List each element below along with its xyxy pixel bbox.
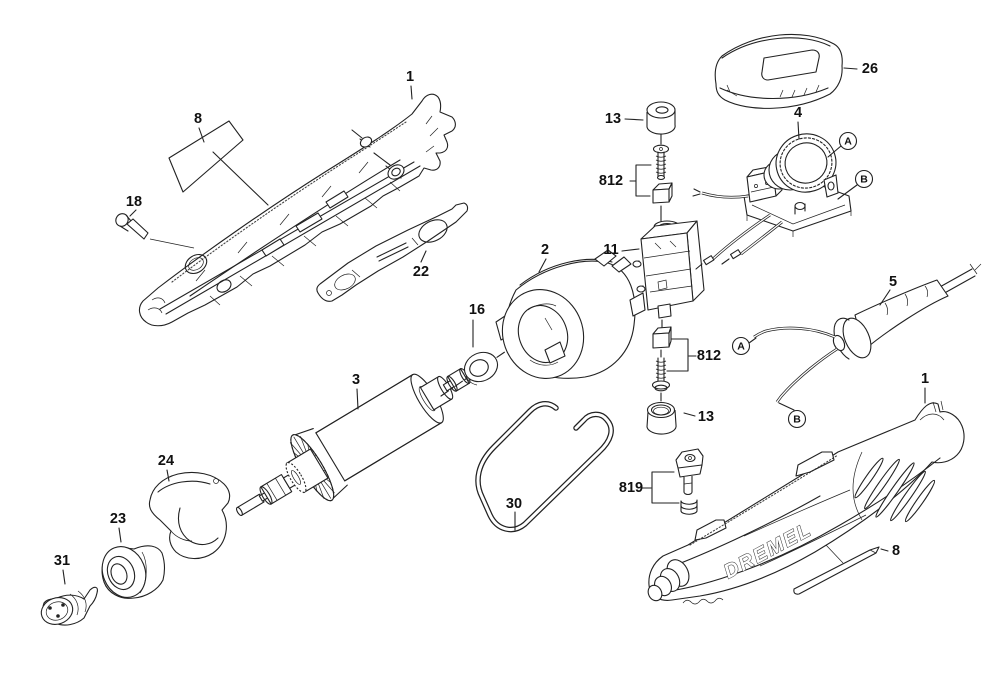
brush-assembly-bottom-812: [651, 326, 672, 402]
callout-screw: 18: [126, 194, 142, 210]
callout-label-sticker-left: 8: [194, 111, 202, 127]
brush-assembly-top-812: [652, 144, 673, 222]
reference-circles: A B A B: [731, 131, 874, 429]
callout-housing-left: 1: [406, 69, 414, 85]
field-stator-2: [495, 249, 646, 379]
housing-left-bosses: [351, 129, 405, 180]
callout-wire-bail: 30: [506, 496, 522, 512]
washer-16: [440, 328, 539, 397]
brush-cap-bottom-13: [646, 401, 677, 435]
speed-control-wires: [692, 188, 783, 270]
power-cord-5: [753, 263, 982, 403]
callout-power-cord: 5: [889, 274, 897, 290]
brush-plate-22: [316, 202, 469, 302]
callout-nose-bushing: 23: [110, 511, 126, 527]
callout-brush-plate: 22: [413, 264, 429, 280]
brush-holder-module-11: [632, 220, 705, 330]
callout-labels: 1 8 18 22 2 16 3 24 23 31 13 812 11 4 26…: [54, 61, 929, 569]
ref-a-cord: A: [737, 341, 745, 353]
armature-pinion: [285, 448, 329, 494]
leader-lines: [62, 67, 926, 585]
brush-cap-top-13: [646, 101, 676, 145]
housing-left-half: [138, 93, 456, 327]
ref-b-cord: B: [793, 414, 801, 426]
callout-field-stator: 2: [541, 242, 549, 258]
callout-brush-assembly-bottom: 812: [697, 348, 721, 364]
callout-brush-cap-top: 13: [605, 111, 621, 127]
label-sticker-left: [168, 120, 269, 206]
callout-brush-assembly-top: 812: [599, 173, 623, 189]
cord-wires: [753, 326, 838, 403]
chuck-31: [40, 586, 98, 626]
callout-housing-cover: 26: [862, 61, 878, 77]
housing-left-pads: [261, 190, 349, 257]
housing-right-half: DREMEL: [647, 400, 965, 605]
callout-armature: 3: [352, 372, 360, 388]
callout-brush-holder-module: 11: [603, 242, 618, 258]
wire-bail-30: [475, 401, 614, 533]
screw-18: [115, 213, 195, 249]
label-strip-right: [793, 544, 880, 595]
callout-hanger-hook: 24: [158, 453, 174, 469]
callout-washer: 16: [469, 302, 485, 318]
housing-left-ribs: [147, 115, 439, 314]
callout-label-strip-right: 8: [892, 543, 900, 559]
housing-right-nose: [647, 559, 724, 605]
switch-knob-spring: [680, 499, 698, 515]
callout-chuck: 31: [54, 553, 70, 569]
callout-brush-cap-bottom: 13: [698, 409, 714, 425]
housing-cover-26: [714, 33, 843, 109]
speed-dial-wheel: [763, 133, 837, 193]
switch-knob-819: [675, 448, 704, 515]
callout-speed-control: 4: [794, 105, 802, 121]
callout-housing-right: 1: [921, 371, 929, 387]
speed-control-4: [692, 133, 852, 270]
housing-right-vents: [852, 451, 936, 523]
ref-b-speed-control: B: [860, 174, 868, 186]
armature-3: [235, 367, 471, 516]
housing-left-holes: [184, 253, 232, 293]
ref-a-speed-control: A: [844, 136, 852, 148]
hanger-hook-24: [148, 471, 231, 560]
nose-bushing-23: [101, 545, 165, 599]
callout-switch-knob: 819: [619, 480, 643, 496]
